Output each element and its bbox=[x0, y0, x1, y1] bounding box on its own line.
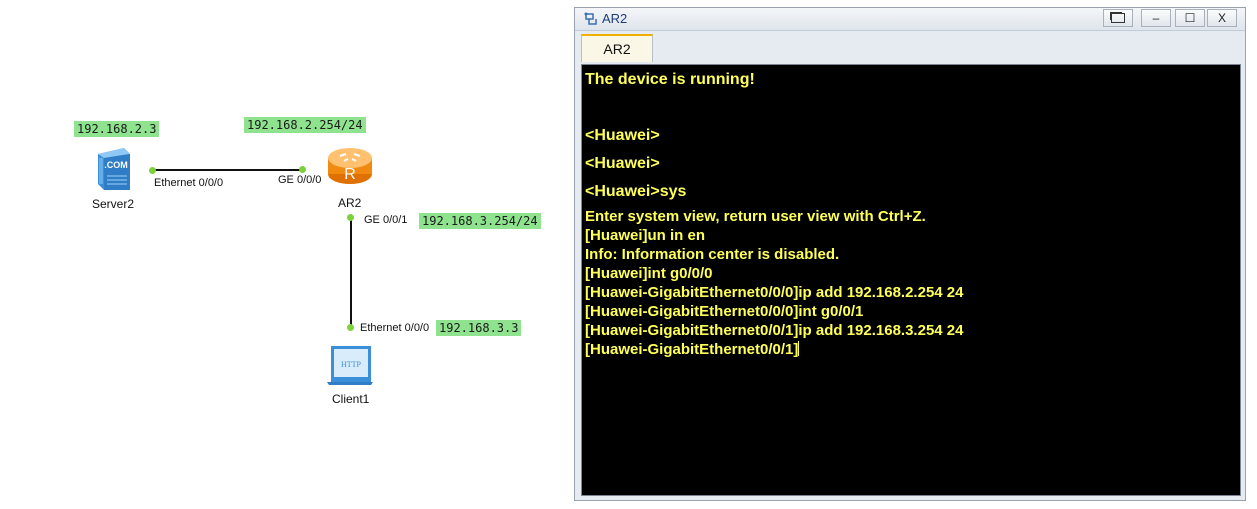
port-label-client-eth: Ethernet 0/0/0 bbox=[360, 322, 430, 334]
port-label-server-eth: Ethernet 0/0/0 bbox=[154, 177, 224, 189]
link-server-router[interactable] bbox=[152, 169, 303, 171]
restore-icon bbox=[1111, 13, 1125, 23]
console-prompt-line[interactable]: [Huawei-GigabitEthernet0/0/1] bbox=[585, 341, 800, 358]
console-line: [Huawei]int g0/0/0 bbox=[585, 265, 713, 282]
http-client-icon[interactable]: HTTP bbox=[325, 344, 375, 386]
ip-label-client[interactable]: 192.168.3.3 bbox=[436, 320, 522, 336]
topology-canvas[interactable]: .COM Server2 R AR2 HTTP Client1 Ethernet… bbox=[0, 0, 570, 509]
port-dot-router-ge0[interactable] bbox=[299, 166, 306, 173]
console-line: [Huawei]un in en bbox=[585, 227, 705, 244]
console-line: [Huawei-GigabitEthernet0/0/0]ip add 192.… bbox=[585, 284, 964, 301]
svg-text:R: R bbox=[344, 166, 356, 183]
tab-strip: AR2 bbox=[575, 31, 1245, 64]
router-icon[interactable]: R bbox=[326, 144, 374, 186]
maximize-button[interactable]: ☐ bbox=[1175, 9, 1205, 27]
port-dot-server[interactable] bbox=[149, 167, 156, 174]
terminal-window[interactable]: AR2 – ☐ X AR2 The device is running! <Hu… bbox=[574, 7, 1246, 501]
port-dot-router-ge1[interactable] bbox=[347, 214, 354, 221]
console-line: [Huawei-GigabitEthernet0/0/1]ip add 192.… bbox=[585, 322, 964, 339]
svg-text:HTTP: HTTP bbox=[341, 360, 362, 369]
console-line: The device is running! bbox=[585, 71, 755, 88]
device-label-router: AR2 bbox=[338, 196, 362, 210]
svg-text:.COM: .COM bbox=[104, 160, 128, 170]
text-cursor bbox=[798, 341, 800, 356]
console-line: <Huawei> bbox=[585, 155, 660, 172]
close-button[interactable]: X bbox=[1207, 9, 1237, 27]
ip-label-router-g1[interactable]: 192.168.3.254/24 bbox=[419, 213, 541, 229]
restore-button[interactable] bbox=[1103, 9, 1133, 27]
device-label-server: Server2 bbox=[92, 197, 135, 211]
console-line: <Huawei>sys bbox=[585, 183, 687, 200]
console-line: [Huawei-GigabitEthernet0/0/0]int g0/0/1 bbox=[585, 303, 864, 320]
console-line: Enter system view, return user view with… bbox=[585, 208, 926, 225]
ip-label-server[interactable]: 192.168.2.3 bbox=[74, 121, 160, 137]
port-dot-client[interactable] bbox=[347, 324, 354, 331]
link-router-client[interactable] bbox=[350, 218, 352, 328]
window-titlebar[interactable]: AR2 – ☐ X bbox=[575, 8, 1245, 31]
device-label-client: Client1 bbox=[332, 392, 370, 406]
tab-ar2[interactable]: AR2 bbox=[581, 34, 653, 62]
ip-label-router-g0[interactable]: 192.168.2.254/24 bbox=[244, 117, 366, 133]
port-label-router-ge1: GE 0/0/1 bbox=[364, 214, 408, 226]
port-label-router-ge0: GE 0/0/0 bbox=[278, 174, 322, 186]
window-title: AR2 bbox=[602, 11, 628, 26]
terminal-app-icon bbox=[583, 11, 599, 27]
console-line: Info: Information center is disabled. bbox=[585, 246, 840, 263]
server-com-icon[interactable]: .COM bbox=[94, 146, 134, 192]
console-prompt: [Huawei-GigabitEthernet0/0/1] bbox=[585, 341, 799, 358]
console-output[interactable]: The device is running! <Huawei> <Huawei>… bbox=[581, 64, 1241, 496]
console-line: <Huawei> bbox=[585, 127, 660, 144]
minimize-button[interactable]: – bbox=[1141, 9, 1171, 27]
